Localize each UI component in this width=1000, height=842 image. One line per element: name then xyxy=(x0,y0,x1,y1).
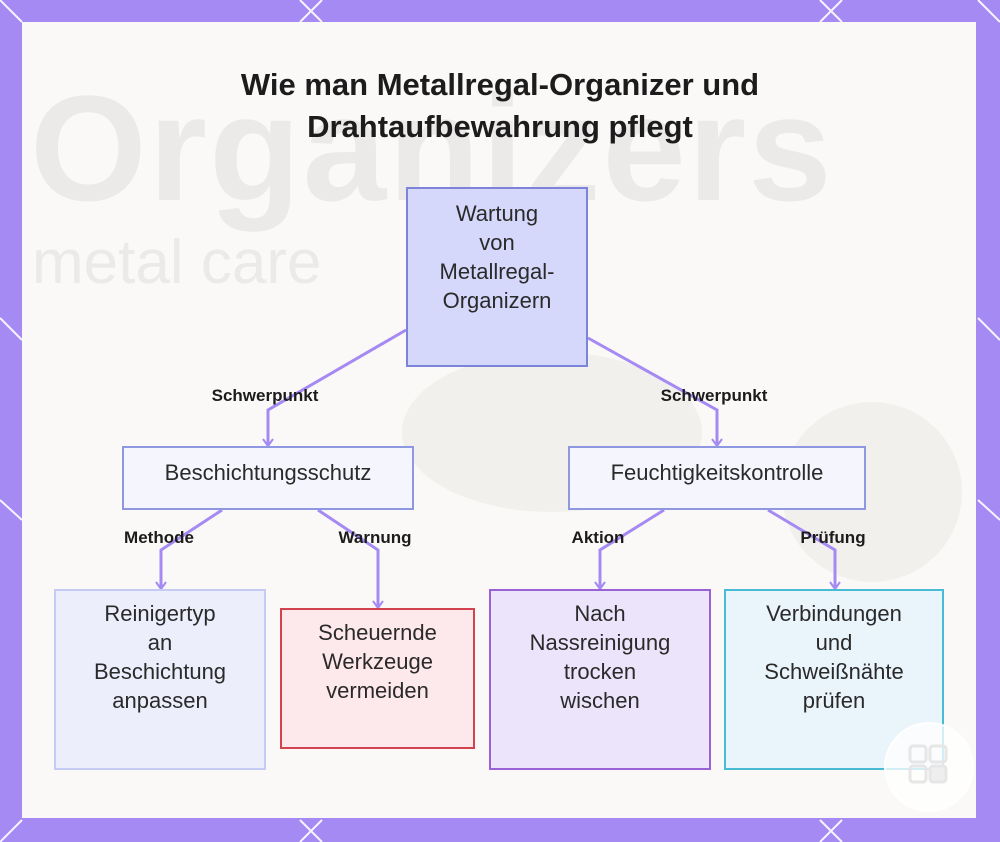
node-feuchtigkeitskontrolle: Feuchtigkeitskontrolle xyxy=(568,446,866,510)
leaf-line: vermeiden xyxy=(318,676,437,705)
edge-label-methode: Methode xyxy=(124,528,194,548)
root-line: Wartung xyxy=(440,199,555,228)
leaf-line: an xyxy=(94,628,226,657)
leaf-line: trocken xyxy=(530,657,671,686)
leaf-line: Beschichtung xyxy=(94,657,226,686)
connector-aktion xyxy=(600,510,664,587)
leaf-line: prüfen xyxy=(764,686,903,715)
leaf-line: Scheuernde xyxy=(318,618,437,647)
node-label: Feuchtigkeitskontrolle xyxy=(611,458,824,487)
leaf-line: Schweißnähte xyxy=(764,657,903,686)
edge-label-warnung: Warnung xyxy=(338,528,411,548)
leaf-reinigertyp: Reinigertyp an Beschichtung anpassen xyxy=(54,589,266,770)
node-beschichtungsschutz: Beschichtungsschutz xyxy=(122,446,414,510)
root-line: von xyxy=(440,228,555,257)
leaf-line: Reinigertyp xyxy=(94,599,226,628)
leaf-nassreinigung: Nach Nassreinigung trocken wischen xyxy=(489,589,711,770)
leaf-line: Verbindungen xyxy=(764,599,903,628)
leaf-line: und xyxy=(764,628,903,657)
leaf-line: Nassreinigung xyxy=(530,628,671,657)
connector-methode xyxy=(161,510,222,587)
edge-label-aktion: Aktion xyxy=(572,528,625,548)
leaf-scheuernde-werkzeuge: Scheuernde Werkzeuge vermeiden xyxy=(280,608,475,749)
leaf-line: anpassen xyxy=(94,686,226,715)
leaf-line: wischen xyxy=(530,686,671,715)
root-node: Wartung von Metallregal- Organizern xyxy=(406,187,588,367)
edge-label-pruefung: Prüfung xyxy=(800,528,865,548)
brand-logo-icon xyxy=(884,722,974,812)
connector-warnung xyxy=(318,510,378,606)
leaf-line: Werkzeuge xyxy=(318,647,437,676)
edge-label-left-schwerpunkt: Schwerpunkt xyxy=(212,386,319,406)
root-line: Organizern xyxy=(440,286,555,315)
edge-label-right-schwerpunkt: Schwerpunkt xyxy=(661,386,768,406)
leaf-line: Nach xyxy=(530,599,671,628)
connector-pruefung xyxy=(768,510,835,587)
root-line: Metallregal- xyxy=(440,257,555,286)
node-label: Beschichtungsschutz xyxy=(165,458,372,487)
